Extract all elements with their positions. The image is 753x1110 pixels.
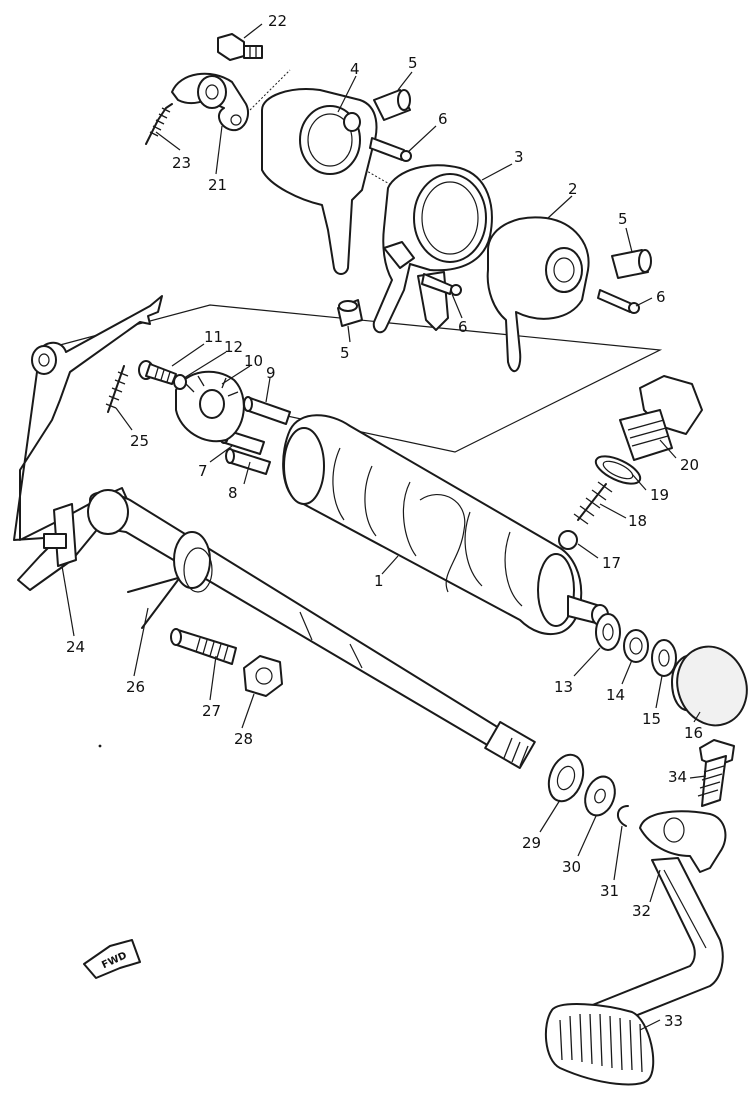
part-3-shift-fork: [372, 164, 493, 334]
part-29-washer: [547, 753, 585, 803]
part-2-shift-fork: [486, 216, 590, 373]
stray-dot: [98, 744, 102, 748]
callout-8: 8: [228, 484, 238, 502]
callout-3: 3: [514, 148, 524, 166]
part-32-pedal-arm: [579, 810, 727, 1031]
part-5-roller-c: [337, 299, 363, 327]
callout-34: 34: [668, 768, 687, 786]
part-16-cap: [671, 645, 748, 727]
callout-10: 10: [244, 352, 263, 370]
callout-25: 25: [130, 432, 149, 450]
part-4-shift-fork: [261, 88, 378, 275]
callout-6b: 6: [458, 318, 468, 336]
callout-24: 24: [66, 638, 85, 656]
callout-14: 14: [606, 686, 625, 704]
part-19-gasket: [594, 455, 642, 485]
callout-2: 2: [568, 180, 578, 198]
callout-33: 33: [664, 1012, 683, 1030]
alignment-line-a: [249, 69, 291, 111]
part-10-segment-plate: [175, 370, 245, 443]
callout-18: 18: [628, 512, 647, 530]
callout-28: 28: [234, 730, 253, 748]
part-17-ball: [558, 530, 578, 550]
part-6-pin-a: [369, 137, 412, 162]
callout-12: 12: [224, 338, 243, 356]
part-21-shift-arm: [171, 72, 250, 132]
part-31-circlip: [617, 805, 629, 827]
callout-29: 29: [522, 834, 541, 852]
callout-32: 32: [632, 902, 651, 920]
part-14-bearing: [623, 629, 649, 663]
callout-21: 21: [208, 176, 227, 194]
part-30-washer: [584, 775, 616, 817]
callout-31: 31: [600, 882, 619, 900]
callout-9: 9: [266, 364, 276, 382]
part-5-roller-a: [373, 89, 411, 121]
leader-lines: [61, 23, 707, 1031]
callout-5b: 5: [618, 210, 628, 228]
part-24-shift-lever: [13, 295, 163, 591]
part-18-spring: [573, 481, 613, 525]
callout-15: 15: [642, 710, 661, 728]
part-6-pin-b: [421, 273, 462, 296]
part-28-nut: [243, 655, 283, 697]
part-34-bolt: [697, 739, 735, 807]
part-25-spring: [105, 365, 129, 413]
forward-direction-marker: FWD: [83, 939, 141, 979]
part-8-pin: [225, 448, 271, 475]
callout-4: 4: [350, 60, 360, 78]
callout-11: 11: [204, 328, 223, 346]
callout-17: 17: [602, 554, 621, 572]
part-5-roller-b: [611, 249, 652, 279]
callout-22: 22: [268, 12, 287, 30]
part-6-pin-c: [597, 289, 640, 314]
part-12-washer: [173, 374, 187, 390]
callout-5c: 5: [340, 344, 350, 362]
part-20-plug-bolt: [619, 375, 703, 461]
part-11-screw: [138, 360, 177, 385]
part-9-pin: [243, 396, 291, 425]
part-23-spring: [145, 103, 173, 145]
callout-26: 26: [126, 678, 145, 696]
callout-19: 19: [650, 486, 669, 504]
part-26-return-spring: [127, 531, 213, 629]
part-1-shift-cam: [282, 414, 609, 636]
callout-labels: 22 4 5 6 3 2 5 6 6 5 21 23 11 12 10 9 7 …: [66, 12, 703, 1030]
part-27-stud: [170, 628, 237, 665]
callout-13: 13: [554, 678, 573, 696]
callout-1: 1: [374, 572, 384, 590]
callout-20: 20: [680, 456, 699, 474]
part-13-washer: [595, 613, 621, 651]
callout-7: 7: [198, 462, 208, 480]
part-33-peg-rubber: [544, 1003, 655, 1086]
part-15-washer: [651, 639, 677, 677]
callout-6c: 6: [656, 288, 666, 306]
assembly-outline: [59, 304, 663, 453]
callout-6a: 6: [438, 110, 448, 128]
part-22-bolt: [217, 33, 263, 61]
callout-30: 30: [562, 858, 581, 876]
callout-16: 16: [684, 724, 703, 742]
callout-5a: 5: [408, 54, 418, 72]
callout-27: 27: [202, 702, 221, 720]
callout-23: 23: [172, 154, 191, 172]
